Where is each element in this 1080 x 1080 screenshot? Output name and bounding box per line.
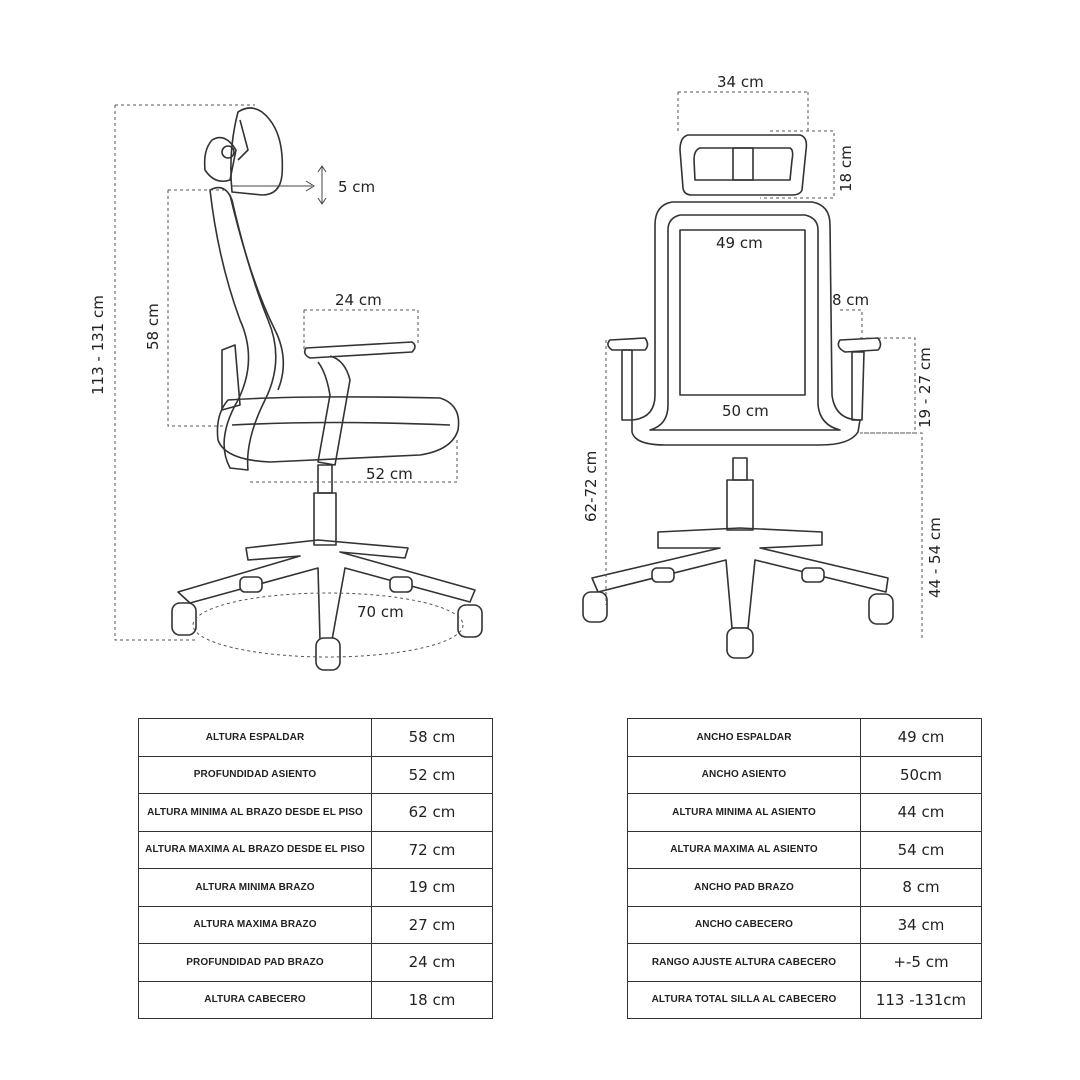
spec-label: ALTURA MINIMA BRAZO (138, 868, 372, 907)
headrest-width-label: 34 cm (717, 73, 764, 91)
front-view-dimension-lines (605, 91, 923, 640)
spec-value: 52 cm (371, 755, 493, 794)
back-width-label: 49 cm (716, 234, 763, 252)
spec-label: ANCHO PAD BRAZO (627, 868, 861, 907)
spec-value: 18 cm (371, 980, 493, 1019)
spec-label: ANCHO ASIENTO (627, 755, 861, 794)
spec-label: RANGO AJUSTE ALTURA CABECERO (627, 943, 861, 982)
spec-value: 113 -131cm (860, 980, 982, 1019)
spec-value: +-5 cm (860, 943, 982, 982)
total-height-label: 113 - 131 cm (89, 295, 107, 395)
spec-value: 54 cm (860, 830, 982, 869)
seat-depth-label: 52 cm (366, 465, 413, 483)
chair-dimension-drawing: 113 - 131 cm 58 cm 5 cm 24 cm 52 cm 70 c… (89, 73, 944, 671)
spec-label: ALTURA MAXIMA BRAZO (138, 905, 372, 944)
side-view-dimension-lines (114, 104, 464, 658)
spec-label: ANCHO CABECERO (627, 905, 861, 944)
spec-value: 44 cm (860, 793, 982, 832)
spec-value: 19 cm (371, 868, 493, 907)
front-view-chair (582, 134, 894, 659)
spec-label: ALTURA TOTAL SILLA AL CABECERO (627, 980, 861, 1019)
spec-value: 49 cm (860, 718, 982, 757)
seat-width-label: 50 cm (722, 402, 769, 420)
spec-value: 8 cm (860, 868, 982, 907)
back-height-label: 58 cm (144, 303, 162, 350)
arm-pad-width-label: 8 cm (832, 291, 869, 309)
base-diameter-label: 70 cm (357, 603, 404, 621)
spec-label: ALTURA MAXIMA AL ASIENTO (627, 830, 861, 869)
spec-value: 62 cm (371, 793, 493, 832)
spec-label: ANCHO ESPALDAR (627, 718, 861, 757)
spec-value: 27 cm (371, 905, 493, 944)
headrest-height-label: 18 cm (837, 145, 855, 192)
seat-height-label: 44 - 54 cm (926, 517, 944, 598)
table-row: RANGO AJUSTE ALTURA CABECERO+-5 cm (627, 943, 982, 982)
spec-label: ALTURA ESPALDAR (138, 718, 372, 757)
arm-height-label: 19 - 27 cm (916, 347, 934, 428)
spec-value: 58 cm (371, 718, 493, 757)
spec-value: 34 cm (860, 905, 982, 944)
spec-label: ALTURA MINIMA AL ASIENTO (627, 793, 861, 832)
spec-value: 24 cm (371, 943, 493, 982)
spec-value: 50cm (860, 755, 982, 794)
arm-floor-height-label: 62-72 cm (582, 451, 600, 522)
side-view-chair (171, 107, 483, 671)
headrest-adjust-label: 5 cm (338, 178, 375, 196)
spec-label: ALTURA MAXIMA AL BRAZO DESDE EL PISO (138, 830, 372, 869)
spec-label: ALTURA MINIMA AL BRAZO DESDE EL PISO (138, 793, 372, 832)
spec-label: PROFUNDIDAD ASIENTO (138, 755, 372, 794)
spec-label: PROFUNDIDAD PAD BRAZO (138, 943, 372, 982)
spec-label: ALTURA CABECERO (138, 980, 372, 1019)
spec-value: 72 cm (371, 830, 493, 869)
arm-pad-depth-label: 24 cm (335, 291, 382, 309)
